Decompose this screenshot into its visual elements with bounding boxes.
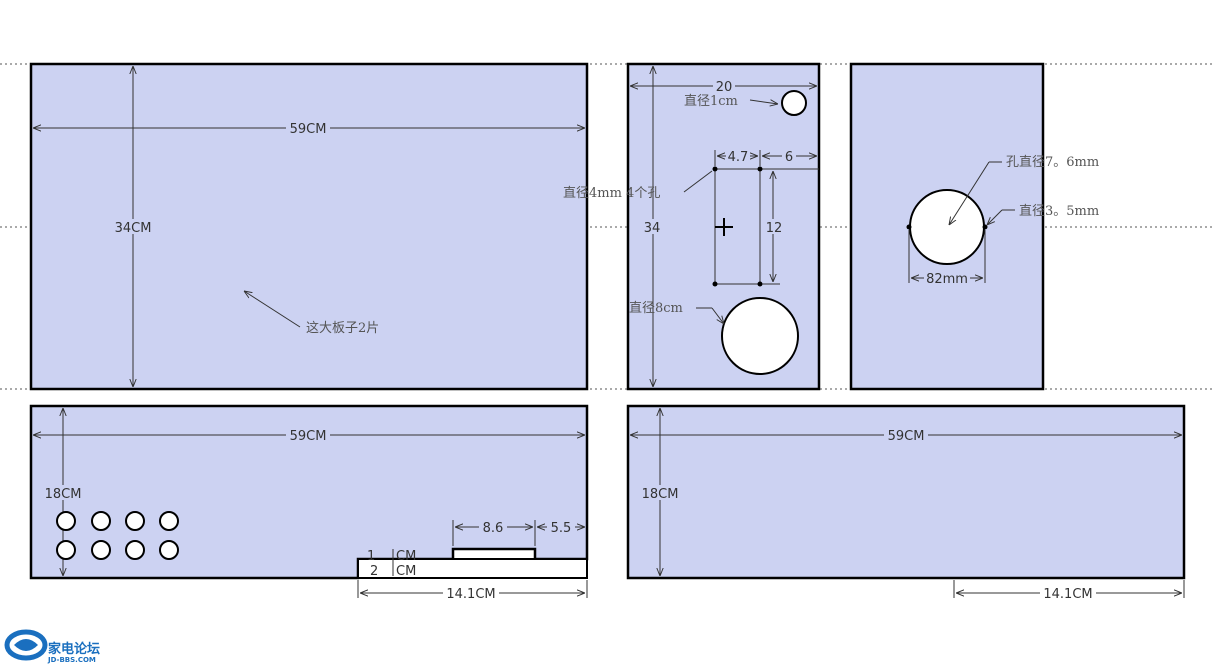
- dim-b-label: 5.5: [551, 521, 572, 536]
- dim-b-label: 6: [785, 150, 793, 165]
- step2-unit: CM: [396, 564, 416, 579]
- height-label: 34CM: [115, 221, 152, 236]
- side-height-label: 34: [644, 221, 661, 236]
- panel-bottom-left: 59CM 18CM 8.6 5.5 1 CM 2 CM 14.1CM: [29, 404, 589, 602]
- terminal-hole: [91, 540, 111, 560]
- step1-value: 1: [367, 549, 375, 564]
- note-leader: [244, 291, 301, 328]
- watermark-name: 家电论坛: [48, 641, 100, 657]
- big-hole: [721, 297, 799, 375]
- width-label: 59CM: [290, 429, 327, 444]
- small-label-leader-tip: [987, 209, 1003, 225]
- notch-strip: [357, 558, 588, 579]
- small-hole-leader: [749, 100, 778, 104]
- hole-label-leader-tip: [949, 161, 990, 225]
- terminal-hole: [125, 540, 145, 560]
- small-hole: [781, 90, 807, 116]
- dim-a-label: 4.7: [728, 150, 749, 165]
- terminal-hole: [159, 540, 179, 560]
- watermark-url: JD-BBS.COM: [47, 656, 96, 664]
- hole-point: [712, 281, 718, 287]
- height-label: 18CM: [45, 487, 82, 502]
- bottom-label: 14.1CM: [1043, 587, 1092, 602]
- step2-value: 2: [370, 564, 378, 579]
- terminal-hole: [125, 511, 145, 531]
- swirl-logo-icon: [4, 629, 48, 661]
- small-hole-label: 直径1cm: [684, 94, 738, 109]
- width-label: 59CM: [290, 122, 327, 137]
- note-label: 这大板子2片: [306, 320, 379, 336]
- terminal-hole: [56, 540, 76, 560]
- hole-point: [757, 166, 763, 172]
- terminal-hole: [159, 511, 179, 531]
- panel-large-top: 59CM 34CM 这大板子2片: [29, 62, 589, 391]
- rect-holes-leader: [683, 170, 713, 193]
- small-label: 直径3。5mm: [1019, 204, 1099, 219]
- hole-point: [982, 224, 988, 230]
- rect-holes-label: 直径4mm 4个孔: [563, 186, 660, 201]
- big-hole-leader-tip: [711, 307, 724, 324]
- dim-c-label: 12: [766, 221, 783, 236]
- width-label: 82mm: [926, 272, 968, 287]
- width-label: 59CM: [888, 429, 925, 444]
- big-hole-label: 直径8cm: [629, 301, 683, 316]
- side-width-label: 20: [716, 80, 733, 95]
- round-hole: [909, 189, 985, 265]
- terminal-hole: [91, 511, 111, 531]
- panel-bottom-right: 59CM 18CM 14.1CM: [626, 404, 1186, 602]
- panel-side: 20 34 直径1cm 4.7 6 12 直径4mm 4个孔 直径8c: [563, 62, 821, 391]
- hole-point: [906, 224, 912, 230]
- panel-right: 孔直径7。6mm 直径3。5mm 82mm: [849, 62, 1099, 391]
- hole-point: [757, 281, 763, 287]
- hole-label: 孔直径7。6mm: [1006, 155, 1099, 170]
- step1-unit: CM: [396, 549, 416, 564]
- hole-point: [712, 166, 718, 172]
- terminal-hole: [56, 511, 76, 531]
- panel-bottom-left-board: [29, 404, 589, 580]
- height-label: 18CM: [642, 487, 679, 502]
- bottom-label: 14.1CM: [446, 587, 495, 602]
- site-watermark: 家电论坛 JD-BBS.COM: [4, 629, 100, 664]
- dim-a-label: 8.6: [483, 521, 504, 536]
